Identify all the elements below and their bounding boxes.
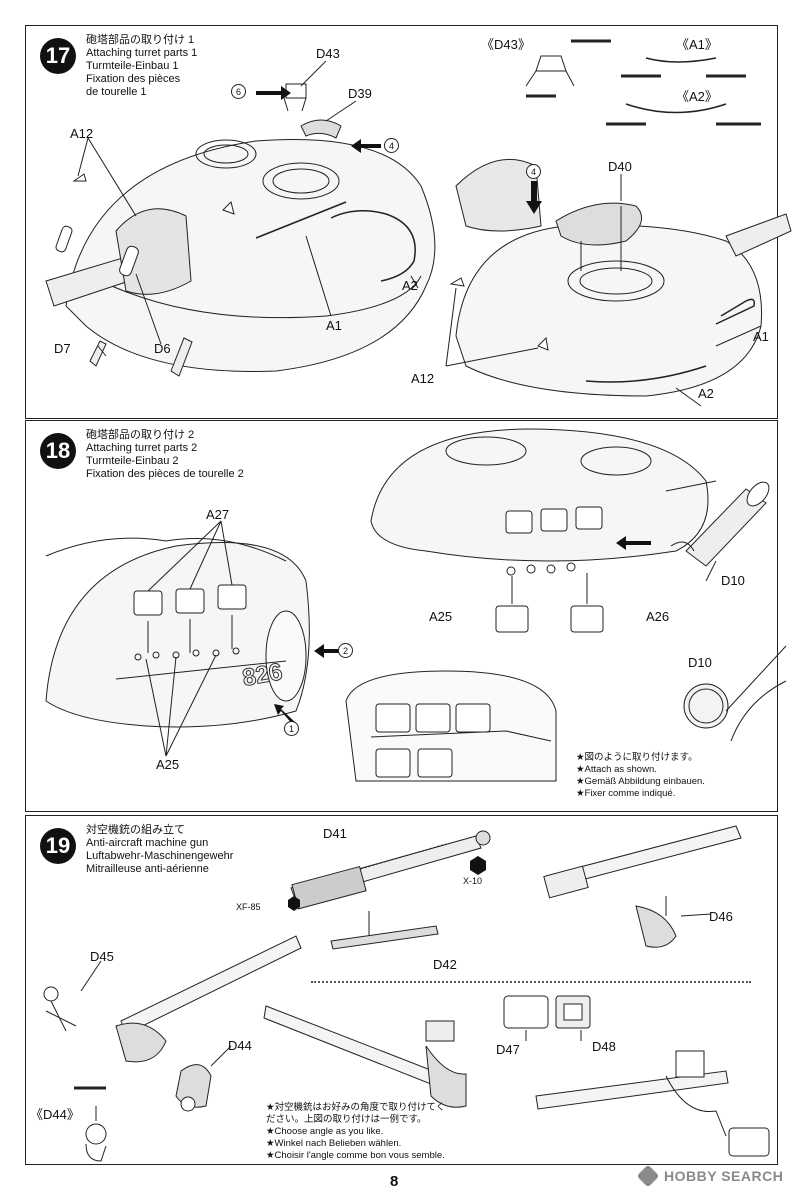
label-d42: D42: [433, 957, 457, 972]
label-a26: A26: [646, 609, 670, 624]
hobby-search-logo-icon: [636, 1164, 660, 1188]
section-divider: [311, 981, 751, 983]
label-a1-left: A1: [326, 318, 342, 333]
label-d41: D41: [323, 826, 347, 841]
label-d45: D45: [90, 949, 114, 964]
callout-2: 2: [338, 643, 353, 658]
label-a27: A27: [206, 507, 230, 522]
label-a2-left: A2: [402, 278, 418, 293]
step-title: 対空機銃の組み立て Anti-aircraft machine gun Luft…: [86, 824, 234, 875]
label-a25-left: A25: [156, 757, 180, 772]
step-number-badge: 17: [40, 38, 76, 74]
step-title: 砲塔部品の取り付け 1 Attaching turret parts 1 Tur…: [86, 34, 198, 98]
callout-4: 4: [384, 138, 399, 153]
callout-6: 6: [231, 84, 246, 99]
step-17-illustration: [45, 39, 792, 407]
step-number-badge: 19: [40, 828, 76, 864]
label-a1-right: A1: [753, 329, 769, 344]
label-a2-right: A2: [698, 386, 714, 401]
callout-1: 1: [284, 721, 299, 736]
step-18-illustration: 826: [45, 428, 787, 782]
detail-a1-label: 《A1》: [676, 37, 718, 52]
detail-a2-label: 《A2》: [676, 89, 718, 104]
step-19-illustration: [43, 825, 770, 1162]
label-d48: D48: [592, 1039, 616, 1054]
label-d39: D39: [348, 86, 372, 101]
step-18-panel: 18 砲塔部品の取り付け 2 Attaching turret parts 2 …: [25, 420, 787, 812]
label-xf85: XF-85: [236, 902, 261, 912]
label-d10-detail: D10: [688, 655, 712, 670]
watermark: HOBBY SEARCH: [636, 1164, 783, 1188]
label-detail-d44: 《D44》: [30, 1107, 80, 1122]
label-d10: D10: [721, 573, 745, 588]
step-19-note: ★対空機銃はお好みの角度で取り付けてく ださい。上図の取り付けは一例です。 ★C…: [266, 1102, 446, 1161]
label-d44: D44: [228, 1038, 252, 1053]
label-a12-left: A12: [70, 126, 94, 141]
label-a25-right: A25: [429, 609, 453, 624]
detail-d43-label: 《D43》: [481, 37, 531, 52]
label-d46: D46: [709, 909, 733, 924]
label-a12-right: A12: [411, 371, 435, 386]
step-17-panel: 17 砲塔部品の取り付け 1 Attaching turret parts 1 …: [25, 25, 792, 419]
step-number-badge: 18: [40, 433, 76, 469]
label-d7: D7: [54, 341, 71, 356]
label-d47: D47: [496, 1042, 520, 1057]
label-x10: X-10: [463, 876, 483, 886]
page-number: 8: [390, 1173, 399, 1190]
label-d43: D43: [316, 46, 340, 61]
label-d6: D6: [154, 341, 171, 356]
label-d40: D40: [608, 159, 632, 174]
step-title: 砲塔部品の取り付け 2 Attaching turret parts 2 Tur…: [86, 429, 244, 480]
step-19-panel: 19 対空機銃の組み立て Anti-aircraft machine gun L…: [25, 815, 778, 1165]
step-18-note: ★図のように取り付けます。 ★Attach as shown. ★Gemäß A…: [576, 752, 705, 799]
callout-4-right: 4: [526, 164, 541, 179]
